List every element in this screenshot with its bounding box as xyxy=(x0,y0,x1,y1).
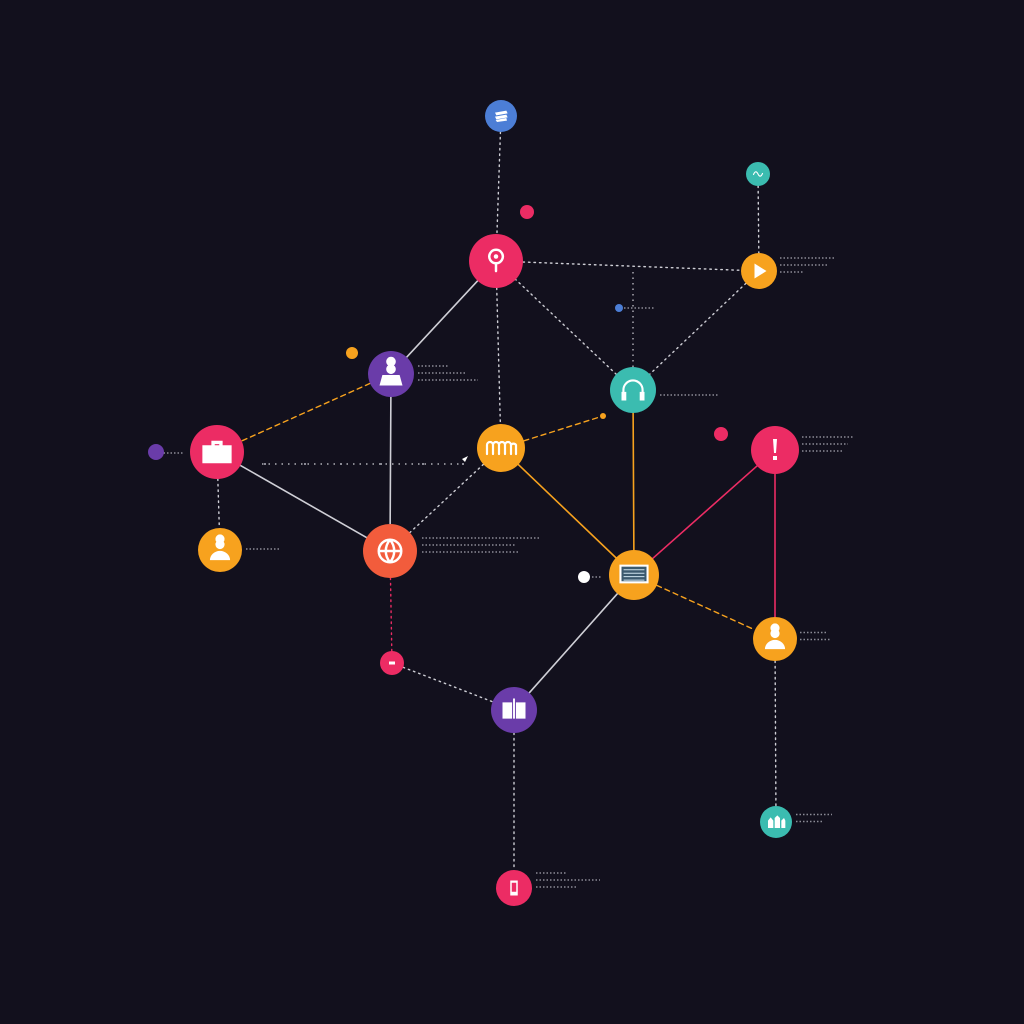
chain-node-circle xyxy=(477,424,525,472)
edge-globe-to-card xyxy=(389,577,393,652)
accent-dot xyxy=(714,427,728,441)
briefcase-icon xyxy=(202,440,232,464)
arrow-head xyxy=(462,456,468,462)
headset-node-circle xyxy=(610,367,656,413)
person-icon xyxy=(209,534,231,561)
accent-dot xyxy=(615,304,623,312)
accent-dot xyxy=(600,413,606,419)
edge-monitor-to-user-right xyxy=(656,584,756,631)
play-icon xyxy=(754,263,767,279)
briefcase-node[interactable] xyxy=(190,425,244,479)
accent-dot xyxy=(578,571,590,583)
user-node[interactable] xyxy=(368,351,414,397)
alert-node[interactable] xyxy=(751,426,799,474)
play-node[interactable] xyxy=(741,253,777,289)
pin-node-circle xyxy=(469,234,523,288)
wave-icon xyxy=(752,171,764,177)
headset-node[interactable] xyxy=(610,367,656,413)
profile-node-circle xyxy=(753,617,797,661)
edge-user-right-to-chart-teal xyxy=(774,660,777,807)
edge-play-to-headset xyxy=(649,282,747,375)
person-node[interactable] xyxy=(198,528,242,572)
chain-icon xyxy=(485,440,518,456)
label-placeholders xyxy=(160,257,854,888)
globe-icon xyxy=(377,538,403,564)
user-icon xyxy=(379,356,403,386)
book-icon xyxy=(502,698,526,719)
edge-alert-to-monitor xyxy=(651,465,758,560)
location-pin-icon xyxy=(488,248,505,273)
edge-headset-to-top-pink xyxy=(514,278,617,375)
book-node[interactable] xyxy=(491,687,537,733)
accent-dot xyxy=(520,205,534,219)
card-node[interactable] xyxy=(380,651,404,675)
pin-node[interactable] xyxy=(469,234,523,288)
stack-icon xyxy=(495,110,508,122)
edge-person-purple-to-briefcase xyxy=(240,382,371,442)
alert-icon xyxy=(773,439,777,460)
stack-node[interactable] xyxy=(485,100,517,132)
accent-dot xyxy=(346,347,358,359)
card-icon xyxy=(389,661,395,665)
chart-node[interactable] xyxy=(760,806,792,838)
chain-node[interactable] xyxy=(477,424,525,472)
edges xyxy=(217,131,777,871)
headset-icon xyxy=(621,391,645,401)
accent-dot xyxy=(148,444,164,460)
nodes xyxy=(190,100,799,906)
edge-chain-to-d7 xyxy=(523,416,601,442)
edge-teal-small-to-play xyxy=(757,185,760,254)
bar-chart-icon xyxy=(768,815,786,828)
edge-chain-to-monitor xyxy=(517,463,617,559)
location-pin-icon xyxy=(493,254,499,259)
edge-top-pink-to-play xyxy=(522,261,742,272)
edge-top-pink-to-person-purple xyxy=(405,279,479,358)
edge-top-blue-to-top-pink xyxy=(496,131,502,235)
edge-top-pink-to-chain xyxy=(496,287,502,425)
edge-briefcase-to-globe xyxy=(239,464,368,539)
phone-screen xyxy=(511,882,517,892)
globe-node[interactable] xyxy=(363,524,417,578)
wave-node[interactable] xyxy=(746,162,770,186)
accent-dots xyxy=(148,205,728,583)
edge-headset-to-monitor xyxy=(632,412,635,551)
profile-node[interactable] xyxy=(753,617,797,661)
edge-monitor-to-book xyxy=(528,592,619,694)
phone-node[interactable] xyxy=(496,870,532,906)
person-node-circle xyxy=(198,528,242,572)
edge-briefcase-to-person-orange xyxy=(217,478,221,529)
edge-card-to-book xyxy=(402,666,494,703)
edge-person-purple-to-globe xyxy=(389,396,392,525)
monitor-node[interactable] xyxy=(609,550,659,600)
edge-chain-to-globe xyxy=(409,463,485,534)
profile-icon xyxy=(764,623,786,650)
headset-icon xyxy=(622,379,644,395)
monitor-screen xyxy=(621,566,647,582)
